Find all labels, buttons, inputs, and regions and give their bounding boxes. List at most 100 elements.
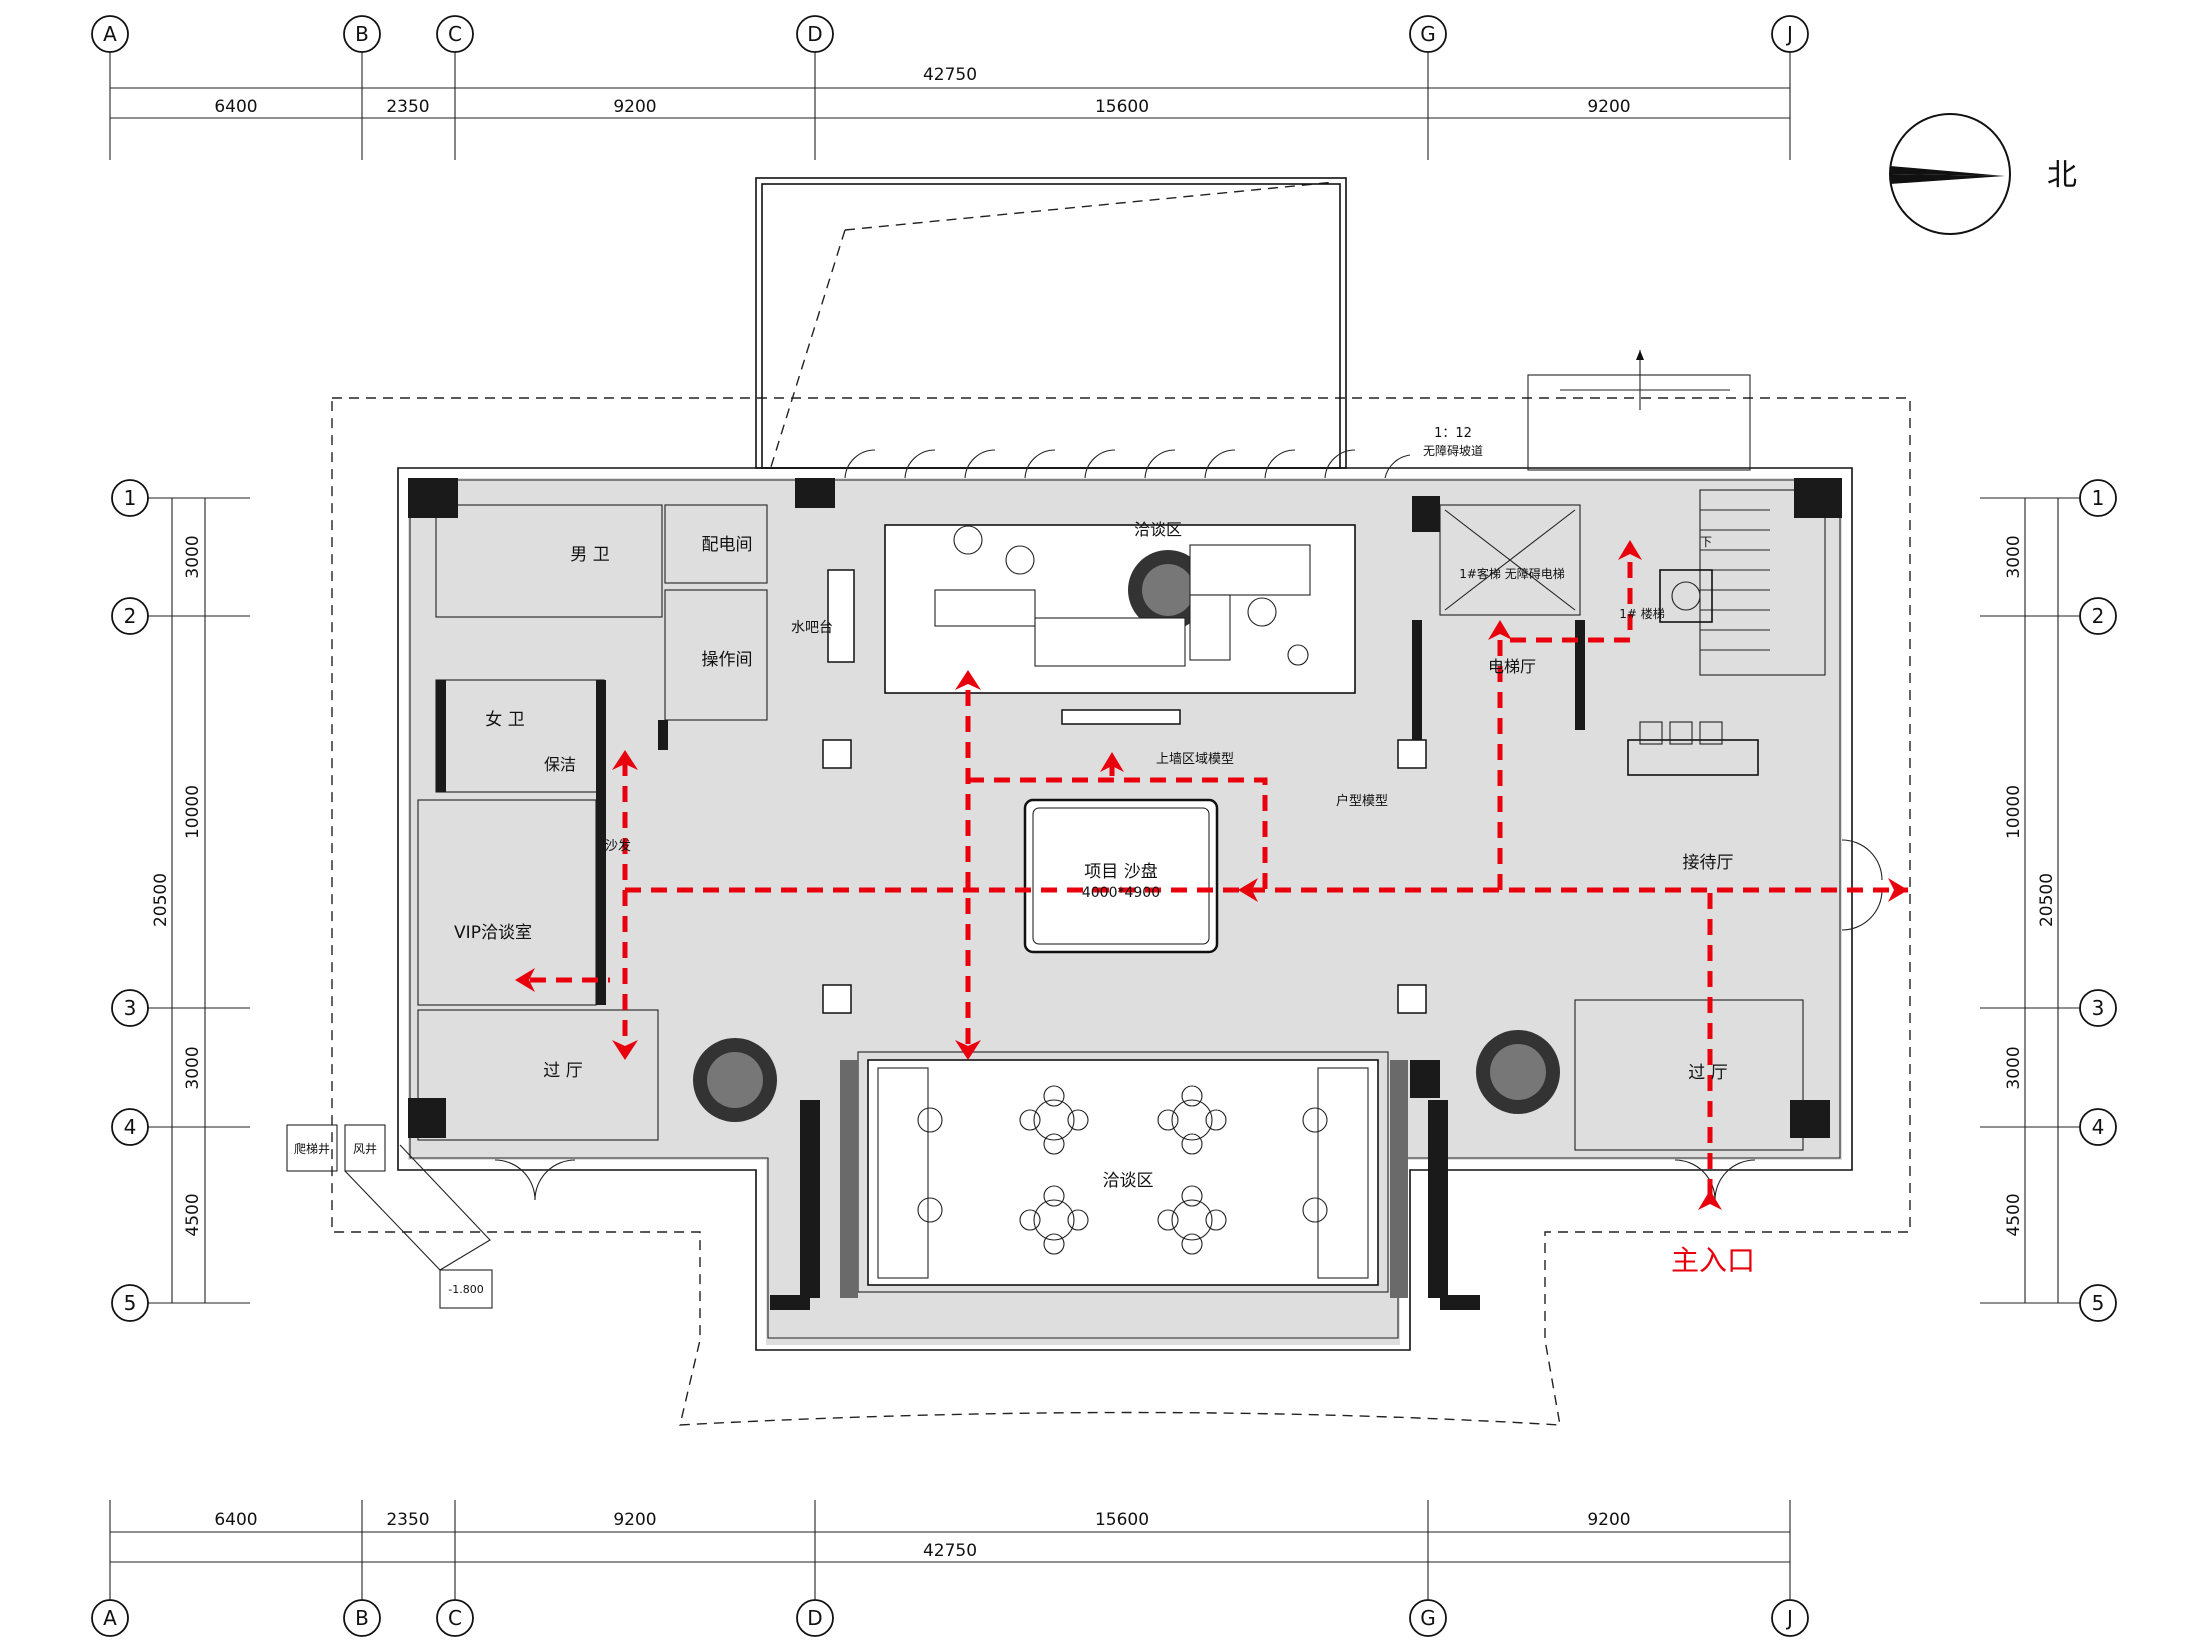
grid-label-a: A <box>103 1606 117 1630</box>
grid-label-b: B <box>355 22 369 46</box>
route-arrows <box>515 540 1908 1210</box>
grid-column-bottom-j: J <box>1771 1576 1809 1637</box>
grid-label-1: 1 <box>2092 486 2105 510</box>
circulation-route <box>530 560 1908 1195</box>
dim-seg-right: 3000 <box>2004 1046 2024 1089</box>
label-cleaning: 保洁 <box>544 755 576 774</box>
site-boundary <box>331 397 1911 1426</box>
dim-seg-left: 4500 <box>183 1193 203 1236</box>
label-lobby-left: 过 厅 <box>543 1061 582 1081</box>
grid-bubbles: A B C D G J A B C D G J 1 2 3 4 5 1 2 3 … <box>91 15 2117 1637</box>
reception-counter <box>1627 739 1759 776</box>
grid-label-a: A <box>103 22 117 46</box>
grid-label-2: 2 <box>2092 604 2105 628</box>
label-air-shaft: 风井 <box>353 1142 377 1156</box>
label-sand-table-size: 4000*4900 <box>1082 885 1160 901</box>
grid-label-4: 4 <box>124 1115 137 1139</box>
partition-bands <box>840 1060 1408 1298</box>
dim-seg-top: 15600 <box>1095 97 1149 117</box>
sofa-group-bottom <box>877 1067 1369 1279</box>
mens-wc-room <box>435 504 663 618</box>
grid-label-5: 5 <box>2092 1291 2105 1315</box>
label-elevator: 1#客梯 无障碍电梯 <box>1459 566 1565 581</box>
water-bar-counter <box>827 569 855 663</box>
grid-row-left-3: 3 <box>111 989 190 1027</box>
grid-row-left-1: 1 <box>111 479 150 517</box>
label-level-mark: -1.800 <box>448 1283 483 1296</box>
dim-total-bottom: 42750 <box>923 1541 977 1561</box>
grid-column-bottom-g: G <box>1409 1546 1447 1637</box>
grid-row-right-3: 3 <box>2040 989 2117 1027</box>
label-water-bar: 水吧台 <box>791 620 833 636</box>
dim-seg-bottom: 9200 <box>1587 1510 1630 1530</box>
label-womens-wc: 女 卫 <box>485 710 524 730</box>
label-power-room: 配电间 <box>702 535 753 555</box>
grid-row-right-2: 2 <box>2040 597 2117 635</box>
grid-row-right-4: 4 <box>2040 1108 2117 1146</box>
round-tables <box>1019 1085 1227 1255</box>
label-ramp: 无障碍坡道 <box>1423 443 1483 458</box>
grid-row-right-1: 1 <box>2079 479 2117 517</box>
grid-column-bottom-a: A <box>91 1576 129 1637</box>
stair-1 <box>1699 489 1826 676</box>
window-arcs <box>844 449 1411 479</box>
grid-column-bottom-c: C <box>436 1546 474 1637</box>
dim-seg-bottom: 15600 <box>1095 1510 1149 1530</box>
grid-label-1: 1 <box>124 486 137 510</box>
grid-label-c: C <box>448 22 462 46</box>
dim-seg-bottom: 2350 <box>386 1510 429 1530</box>
compass-icon <box>1889 113 2011 235</box>
room-labels: 男 卫 配电间 操作间 水吧台 女 卫 保洁 沙发 VIP洽谈室 过 厅 洽谈区… <box>294 426 1755 1296</box>
plant-icon <box>1476 1030 1560 1114</box>
grid-label-5: 5 <box>124 1291 137 1315</box>
level-mark-box <box>439 1269 493 1309</box>
grid-label-j: J <box>1785 1606 1793 1630</box>
label-unit-model: 户型模型 <box>1336 793 1388 809</box>
dim-total-right: 20500 <box>2037 873 2057 927</box>
label-sand-table: 项目 沙盘 <box>1084 862 1157 882</box>
label-ramp-ratio: 1：12 <box>1434 426 1472 441</box>
label-negotiation-bottom: 洽谈区 <box>1103 1171 1154 1191</box>
model-stand <box>822 739 1427 1014</box>
grid-label-j: J <box>1785 22 1793 46</box>
label-vip-room: VIP洽谈室 <box>454 923 532 943</box>
air-shaft-box <box>344 1124 386 1172</box>
dim-seg-bottom: 6400 <box>214 1510 257 1530</box>
bottom-dimension-text: 6400 2350 9200 15600 9200 42750 <box>214 1510 1630 1561</box>
grid-label-3: 3 <box>2092 996 2105 1020</box>
label-elevator-hall: 电梯厅 <box>1488 657 1536 676</box>
sand-table <box>1023 798 1219 954</box>
dim-seg-right: 3000 <box>2004 535 2024 578</box>
grid-label-g: G <box>1420 22 1436 46</box>
plant-icon <box>1128 550 1208 630</box>
climb-ladder-box <box>286 1124 338 1172</box>
grid-row-left-4: 4 <box>111 1108 190 1146</box>
dim-seg-top: 9200 <box>613 97 656 117</box>
grid-column-top-c: C <box>436 15 474 104</box>
label-mens-wc: 男 卫 <box>570 545 609 565</box>
grid-label-4: 4 <box>2092 1115 2105 1139</box>
grid-label-g: G <box>1420 1606 1436 1630</box>
label-stair: 1# 楼梯 <box>1619 606 1665 621</box>
structural-columns <box>408 478 1842 1310</box>
sofa-group-top <box>934 525 1311 667</box>
operation-room <box>664 589 768 721</box>
grid-column-bottom-d: D <box>796 1546 834 1637</box>
grid-label-b: B <box>355 1606 369 1630</box>
grid-row-left-2: 2 <box>111 597 190 635</box>
dimension-lines <box>109 74 2080 1576</box>
dim-total-top: 42750 <box>923 65 977 85</box>
dim-seg-left: 3000 <box>183 535 203 578</box>
bottom-negotiation-zone <box>867 1059 1379 1286</box>
dim-seg-right: 4500 <box>2004 1193 2024 1236</box>
building-outline-inner <box>409 479 1841 1339</box>
courtyard-inner-outline <box>761 183 1341 469</box>
label-lobby-right: 过 厅 <box>1688 1063 1727 1083</box>
grid-column-top-a: A <box>91 15 129 74</box>
grid-label-d: D <box>807 22 822 46</box>
right-lobby-room <box>1574 999 1804 1151</box>
shaft-leader <box>344 1144 491 1271</box>
building-outline <box>397 467 1853 1351</box>
dim-seg-top: 6400 <box>214 97 257 117</box>
